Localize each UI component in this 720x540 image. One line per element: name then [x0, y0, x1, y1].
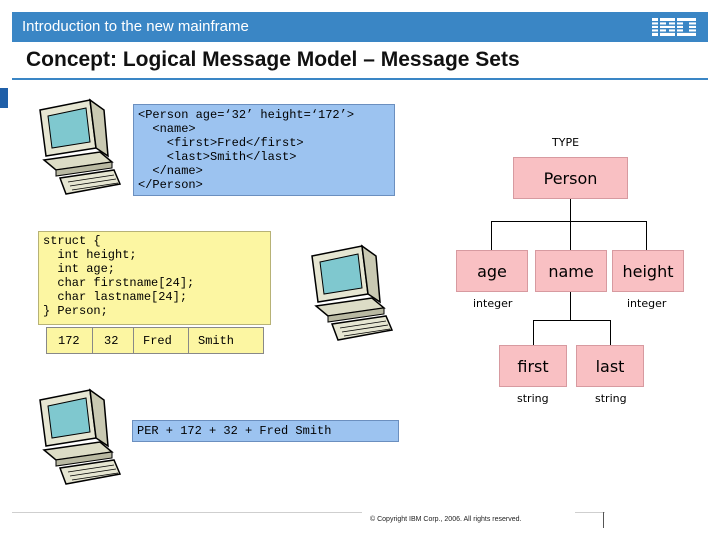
record-field-value: 32 — [104, 334, 119, 348]
title-rule — [12, 78, 708, 80]
tree-node-label: Person — [543, 168, 598, 188]
xml-line: <name> — [138, 122, 196, 136]
c-line: int age; — [43, 262, 116, 276]
tree-node-age: age — [456, 250, 528, 292]
record-field: 32 — [92, 327, 134, 354]
footer-copyright: © Copyright IBM Corp., 2006. All rights … — [370, 516, 522, 523]
c-line: } Person; — [43, 304, 108, 318]
tree-node-label: last — [595, 356, 625, 376]
c-line: int height; — [43, 248, 137, 262]
footer-rule — [575, 512, 605, 513]
c-line: struct { — [43, 234, 101, 248]
computer-icon — [39, 98, 122, 195]
record-field: 172 — [46, 327, 93, 354]
type-label-height: integer — [627, 297, 667, 310]
tree-node-label: name — [548, 261, 594, 281]
page-title: Concept: Logical Message Model – Message… — [26, 48, 520, 71]
type-label: TYPE — [552, 136, 580, 149]
type-label-first: string — [517, 392, 549, 405]
xml-line: </name> — [138, 164, 203, 178]
computer-icon — [311, 244, 394, 341]
xml-message-box: <Person age=‘32’ height=‘172’> <name> <f… — [133, 104, 395, 196]
c-line: char lastname[24]; — [43, 290, 188, 304]
tree-node-person: Person — [513, 157, 628, 199]
record-field-value: 172 — [58, 334, 80, 348]
header-bar: Introduction to the new mainframe — [12, 12, 708, 42]
wire-message-text: PER + 172 + 32 + Fred Smith — [137, 424, 332, 438]
tree-connector — [533, 320, 610, 321]
c-struct-box: struct { int height; int age; char first… — [38, 231, 271, 325]
tree-connector — [491, 221, 492, 250]
record-field-value: Fred — [143, 334, 172, 348]
ibm-logo — [652, 18, 696, 36]
tree-node-name: name — [535, 250, 607, 292]
tree-connector — [646, 221, 647, 250]
tree-connector — [570, 292, 571, 320]
record-field-value: Smith — [198, 334, 235, 348]
c-line: char firstname[24]; — [43, 276, 195, 290]
side-marker — [0, 88, 8, 108]
tree-node-first: first — [499, 345, 567, 387]
xml-line: <Person age=‘32’ height=‘172’> — [138, 108, 355, 122]
tree-node-last: last — [576, 345, 644, 387]
tree-node-label: age — [477, 261, 507, 281]
xml-line: </Person> — [138, 178, 203, 192]
tree-connector — [533, 320, 534, 345]
tree-node-height: height — [612, 250, 684, 292]
wire-message-box: PER + 172 + 32 + Fred Smith — [132, 420, 399, 442]
record-field: Fred — [133, 327, 189, 354]
xml-line: <last>Smith</last> — [138, 150, 297, 164]
tree-connector — [610, 320, 611, 345]
tree-node-label: height — [622, 261, 674, 281]
tree-connector — [570, 221, 571, 250]
xml-line: <first>Fred</first> — [138, 136, 304, 150]
header-title: Introduction to the new mainframe — [22, 18, 249, 35]
type-label-age: integer — [473, 297, 513, 310]
record-field: Smith — [188, 327, 264, 354]
tree-node-label: first — [517, 356, 549, 376]
computer-icon — [39, 388, 122, 485]
type-label-last: string — [595, 392, 627, 405]
tree-connector — [570, 199, 571, 221]
tree-connector — [491, 221, 646, 222]
footer-rule — [12, 512, 362, 513]
footer-divider — [603, 512, 604, 528]
